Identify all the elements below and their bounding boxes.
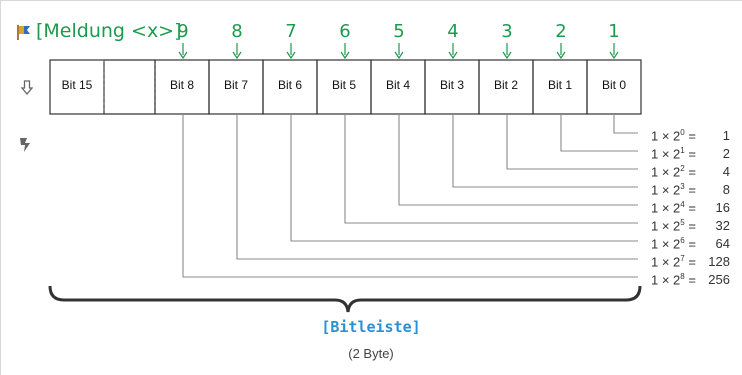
bit-number-7: 7 bbox=[285, 21, 297, 42]
input-arrow-icon bbox=[21, 80, 33, 96]
bit-number-6: 6 bbox=[339, 21, 351, 42]
cell-label-bit-8: Bit 8 bbox=[169, 78, 194, 92]
formula-row: 1 × 27 =128 bbox=[651, 254, 730, 270]
cell-label-bit-6: Bit 6 bbox=[277, 78, 302, 92]
formula-row: 1 × 20 =1 bbox=[651, 128, 730, 144]
lightning-icon bbox=[20, 138, 30, 152]
bitleiste-label: [Bitleiste] bbox=[321, 318, 421, 336]
curly-brace bbox=[48, 285, 642, 313]
bit-number-2: 2 bbox=[555, 21, 567, 42]
bit-register bbox=[49, 59, 642, 115]
formula-row: 1 × 26 =64 bbox=[651, 236, 730, 252]
bit-number-5: 5 bbox=[393, 21, 405, 42]
arrow-down-icon bbox=[232, 43, 242, 60]
bit-number-3: 3 bbox=[501, 21, 513, 42]
formula-row: 1 × 22 =4 bbox=[651, 164, 730, 180]
arrow-down-icon bbox=[502, 43, 512, 60]
cell-label-bit-4: Bit 4 bbox=[385, 78, 410, 92]
formula-row: 1 × 28 =256 bbox=[651, 272, 730, 288]
arrow-down-icon bbox=[448, 43, 458, 60]
formula-row: 1 × 24 =16 bbox=[651, 200, 730, 216]
connector-lines bbox=[182, 114, 638, 278]
bit-number-8: 8 bbox=[231, 21, 243, 42]
formula-row: 1 × 23 =8 bbox=[651, 182, 730, 198]
formula-row: 1 × 21 =2 bbox=[651, 146, 730, 162]
cell-label-bit-0: Bit 0 bbox=[601, 78, 626, 92]
arrow-down-icon bbox=[286, 43, 296, 60]
arrow-down-icon bbox=[178, 43, 188, 60]
bit-number-1: 1 bbox=[608, 21, 620, 42]
flag-icon bbox=[17, 25, 30, 40]
green-arrows bbox=[178, 43, 619, 60]
arrow-down-icon bbox=[340, 43, 350, 60]
formula-row: 1 × 25 =32 bbox=[651, 218, 730, 234]
arrow-down-icon bbox=[609, 43, 619, 60]
cell-label-bit-15: Bit 15 bbox=[61, 78, 93, 92]
byte-count-label: (2 Byte) bbox=[348, 346, 394, 361]
cell-label-bit-1: Bit 1 bbox=[547, 78, 572, 92]
bit-number-4: 4 bbox=[447, 21, 459, 42]
bit-number-9: 9 bbox=[177, 21, 189, 42]
cell-label-bit-3: Bit 3 bbox=[439, 78, 464, 92]
arrow-down-icon bbox=[394, 43, 404, 60]
cell-label-bit-5: Bit 5 bbox=[331, 78, 356, 92]
cell-label-bit-2: Bit 2 bbox=[493, 78, 518, 92]
cell-label-bit-7: Bit 7 bbox=[223, 78, 248, 92]
message-title: [Meldung <x>] bbox=[36, 20, 182, 42]
arrow-down-icon bbox=[556, 43, 566, 60]
